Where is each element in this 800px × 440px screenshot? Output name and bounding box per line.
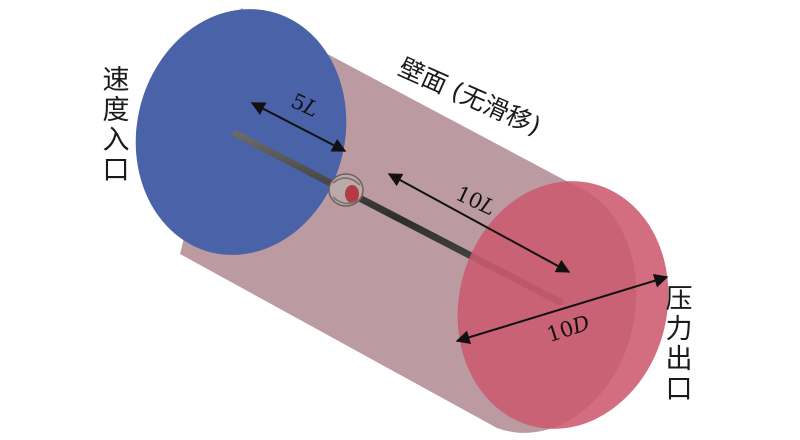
dim-arrow-10d — [455, 273, 669, 345]
rotor-body — [328, 173, 364, 207]
inlet-face — [135, 9, 347, 255]
dim-arrow-10l — [387, 173, 571, 273]
inlet-label: 速度入口 — [102, 65, 130, 186]
dim-arrow-5l — [250, 102, 347, 152]
outlet-label: 压力出口 — [665, 284, 693, 405]
